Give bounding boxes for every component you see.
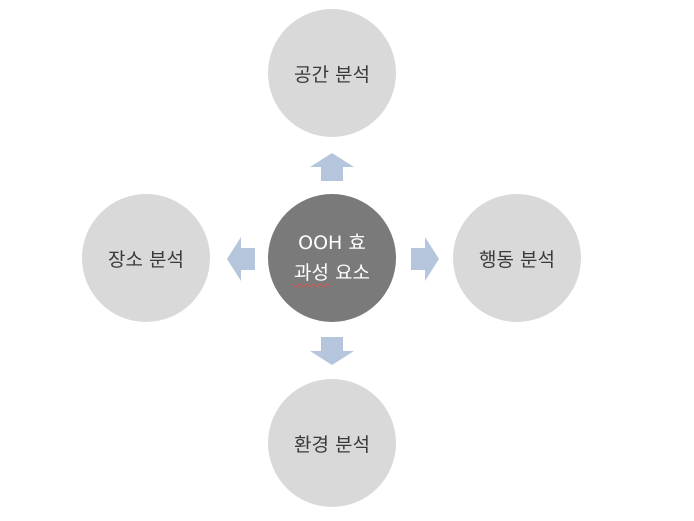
node-environment-analysis: 환경 분석 <box>268 379 396 507</box>
node-spatial-analysis: 공간 분석 <box>268 9 396 137</box>
node-label: 장소 분석 <box>108 248 184 271</box>
node-place-analysis: 장소 분석 <box>82 194 210 322</box>
arrow-left-icon <box>227 237 255 281</box>
arrow-up-icon <box>310 153 354 181</box>
arrow-down-icon <box>310 337 354 365</box>
node-center-ooh-factors: OOH 효 과성 요소 <box>268 194 396 322</box>
center-label-line2: 과성 요소 <box>294 258 370 288</box>
center-label-line2-rest: 요소 <box>328 262 370 284</box>
spellcheck-underlined-word: 과성 <box>294 262 329 284</box>
node-behavior-analysis: 행동 분석 <box>453 194 581 322</box>
node-label: 공간 분석 <box>294 63 370 86</box>
node-label: 환경 분석 <box>294 433 370 456</box>
node-label: 행동 분석 <box>479 248 555 271</box>
center-label-line1: OOH 효 <box>298 232 366 254</box>
arrow-right-icon <box>411 237 439 281</box>
